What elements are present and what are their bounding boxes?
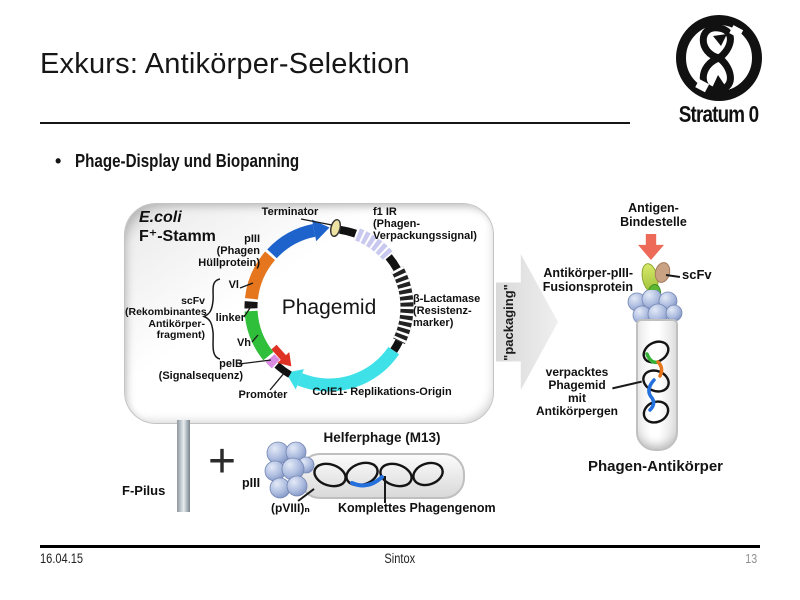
genome-leader-line <box>384 476 386 503</box>
packed-phagemid-dna <box>642 340 670 424</box>
strain-label: F⁺-Stamm <box>139 228 216 245</box>
cole1-segment <box>297 346 400 392</box>
phagemid-title: Phagemid <box>281 296 377 319</box>
helper-phage-title: Helferphage (M13) <box>323 430 441 445</box>
antigen-site-label: Antigen- Bindestelle <box>620 201 687 229</box>
pelb-segment <box>265 354 280 369</box>
bullet-marker: • <box>55 151 62 171</box>
vl-label: Vl <box>228 279 239 291</box>
ecoli-cell: E.coli F⁺-Stamm Terminator f1 IR (Phagen… <box>124 203 494 424</box>
phagemid-plasmid-map <box>202 218 414 392</box>
title-divider <box>40 122 630 124</box>
piii-sphere-cluster <box>264 441 315 499</box>
promoter-arrow <box>271 344 292 367</box>
footer-divider <box>40 545 760 548</box>
lactamase-label: β-Lactamase (Resistenz- marker) <box>413 293 481 329</box>
vh-segment <box>244 310 274 361</box>
terminator-label: Terminator <box>261 206 319 218</box>
linker-label: linker <box>215 312 245 324</box>
scfv-group-label: scFv (Rekombinantes Antikörper- fragment… <box>125 295 207 341</box>
f-pilus-label: F-Pilus <box>122 483 166 498</box>
bullet-item: • Phage-Display und Biopanning <box>55 150 349 172</box>
vh-label: Vh <box>236 337 251 349</box>
fusion-protein-label: Antikörper-pIII- Fusionsprotein <box>542 266 633 294</box>
footer-author: Sintox <box>384 551 416 566</box>
promoter-label: Promoter <box>238 389 288 401</box>
piii-segment <box>267 224 316 259</box>
footer-date: 16.04.15 <box>40 551 84 566</box>
plus-sign: + <box>208 435 237 488</box>
footer-page-number: 13 <box>744 551 757 566</box>
genome-label: Komplettes Phagengenom <box>338 501 496 515</box>
piii-protein-label: pIII <box>242 476 261 490</box>
stratum0-hourglass-icon <box>676 15 762 101</box>
cole1-label: ColE1- Replikations-Origin <box>312 386 452 398</box>
antigen-arrow-icon <box>638 234 664 260</box>
piii-gene-label: pIII (Phagen Hüllprotein) <box>198 233 260 269</box>
phage-antibody-caption: Phagen-Antikörper <box>587 458 723 475</box>
scfv-label: scFv <box>682 267 712 282</box>
pelb-label: pelB (Signalsequenz) <box>158 358 243 382</box>
packaging-label: "packaging" <box>500 283 516 361</box>
packed-phagemid-label: verpacktes Phagemid mit Antikörpergen <box>536 365 619 418</box>
terminator-marker <box>329 218 342 238</box>
stratum0-wordmark: Stratum 0 <box>679 101 759 127</box>
f-pilus <box>177 420 190 512</box>
pviii-label: (pVIII)ₙ <box>271 501 310 515</box>
cole1-arrowhead <box>286 369 304 390</box>
piii-arrowhead <box>312 219 330 242</box>
f1ir-label: f1 IR (Phagen- Verpackungssignal) <box>373 206 477 242</box>
leader-lines <box>238 218 333 391</box>
bullet-text: Phage-Display und Biopanning <box>75 150 300 171</box>
page-title: Exkurs: Antikörper-Selektion <box>40 48 410 80</box>
scfv-brace <box>202 278 221 360</box>
ecoli-label: E.coli <box>139 209 182 226</box>
helper-genome-dna <box>313 461 444 488</box>
vl-segment <box>244 251 276 300</box>
